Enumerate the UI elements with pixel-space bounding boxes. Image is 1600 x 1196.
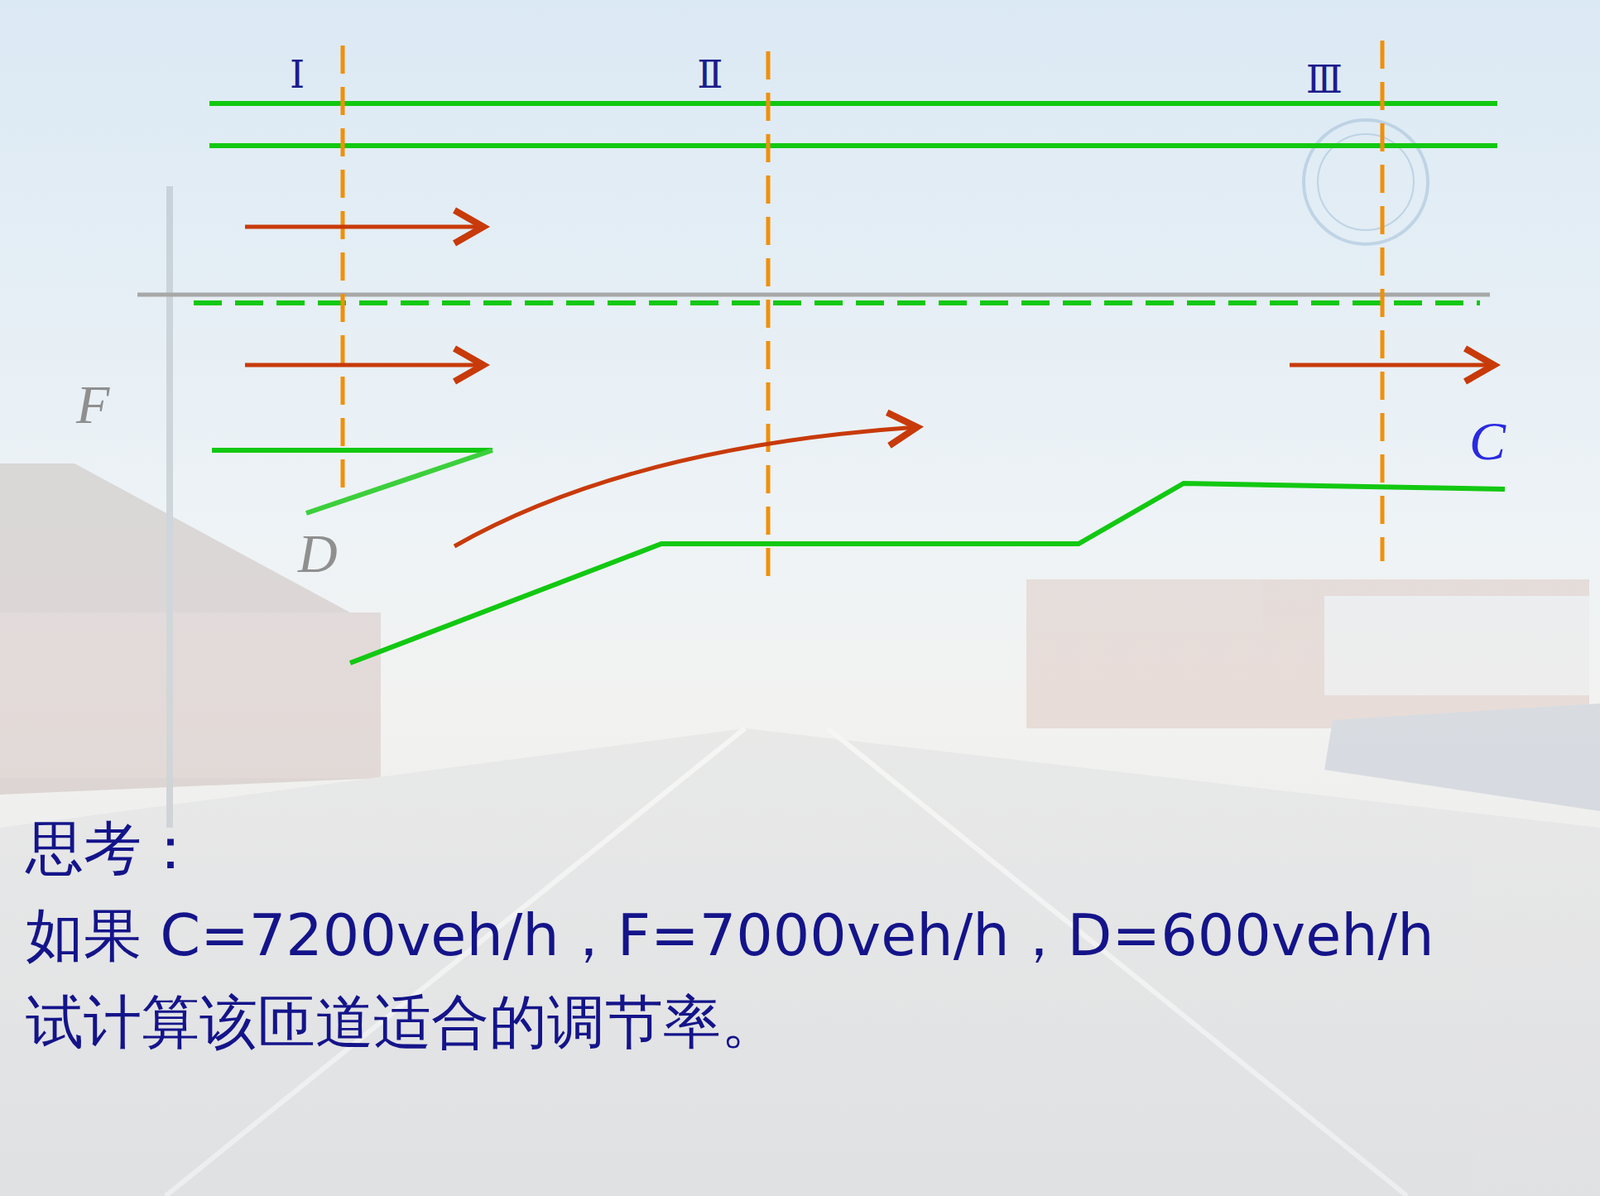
flow-label: C — [1469, 413, 1506, 469]
section-number: Ⅰ — [289, 56, 305, 95]
ramp-taper — [306, 450, 493, 514]
flow-label: D — [297, 526, 338, 582]
section-number: Ⅱ — [696, 56, 723, 95]
flow-label: F — [76, 377, 110, 433]
question-text: 如果 C=7200veh/h，F=7000veh/h，D=600veh/h — [25, 906, 1435, 965]
flow-arrow — [245, 226, 1495, 547]
question-heading: 思考： — [25, 819, 200, 878]
road-edge — [209, 103, 1505, 664]
median-line — [137, 293, 1490, 298]
section-number: Ⅲ — [1306, 61, 1343, 100]
question-text: 试计算该匝道适合的调节率。 — [25, 993, 779, 1052]
lane-line — [193, 300, 1480, 306]
section-line — [342, 40, 1383, 577]
